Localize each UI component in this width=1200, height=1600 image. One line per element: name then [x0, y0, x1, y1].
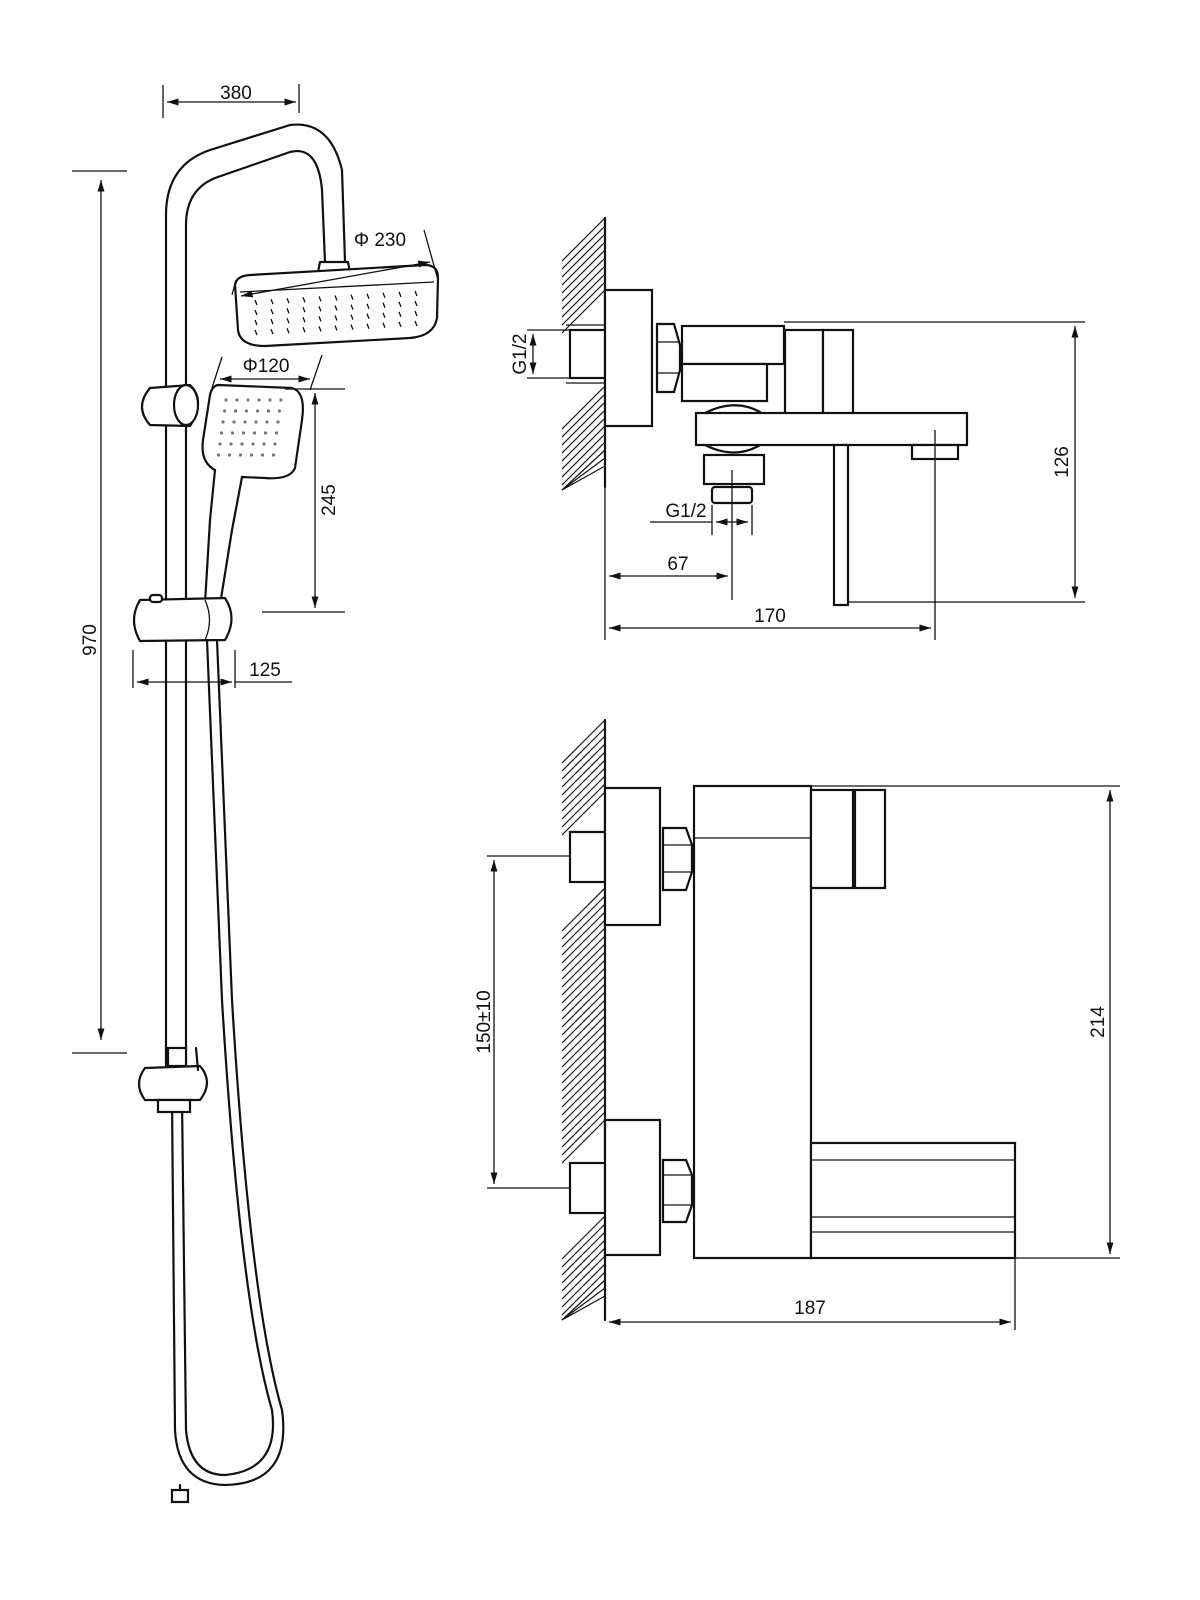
dim-label-phi230: Φ 230 [354, 230, 406, 251]
dimension-125: 125 [132, 650, 292, 688]
bracket-upper [140, 383, 200, 428]
diverter [137, 1046, 209, 1114]
dimension-214: 214 [811, 785, 1120, 1259]
mixer-side-view [561, 216, 969, 607]
dim-label-g12-outlet: G1/2 [665, 501, 706, 522]
dimension-380: 380 [162, 83, 300, 118]
dim-label-67: 67 [667, 554, 688, 575]
dimension-126: 126 [784, 321, 1085, 603]
overhead-shower-head [233, 263, 440, 348]
dimension-170: 170 [604, 430, 936, 640]
dim-label-187: 187 [794, 1298, 826, 1319]
hose [170, 638, 285, 1504]
dimension-g12-wall: G1/2 [510, 329, 570, 379]
wall-hatch [561, 217, 606, 491]
dimension-g12-outlet: G1/2 [650, 501, 753, 535]
dim-label-150: 150±10 [474, 990, 495, 1053]
dim-label-214: 214 [1088, 1006, 1109, 1038]
dim-label-170: 170 [754, 606, 786, 627]
shower-column [132, 123, 440, 1504]
slider [132, 593, 233, 643]
dimension-150: 150±10 [474, 855, 570, 1189]
dim-label-125: 125 [249, 660, 281, 681]
dimension-970: 970 [72, 170, 127, 1054]
dim-label-970: 970 [80, 624, 101, 656]
dim-label-245: 245 [319, 484, 340, 516]
dimension-phi230: Φ 230 [231, 229, 439, 298]
dim-label-g12-wall: G1/2 [510, 333, 531, 374]
hand-shower [201, 383, 304, 607]
dimension-187: 187 [609, 1258, 1016, 1330]
wall-hatch [561, 719, 606, 1321]
mixer-front-view [561, 718, 1017, 1322]
dimension-245: 245 [262, 388, 345, 613]
dim-label-phi120: Φ120 [243, 356, 290, 377]
dimension-67: 67 [609, 470, 733, 600]
dim-label-126: 126 [1052, 446, 1073, 478]
dimension-phi120: Φ120 [211, 354, 323, 391]
dim-label-380: 380 [220, 83, 252, 104]
